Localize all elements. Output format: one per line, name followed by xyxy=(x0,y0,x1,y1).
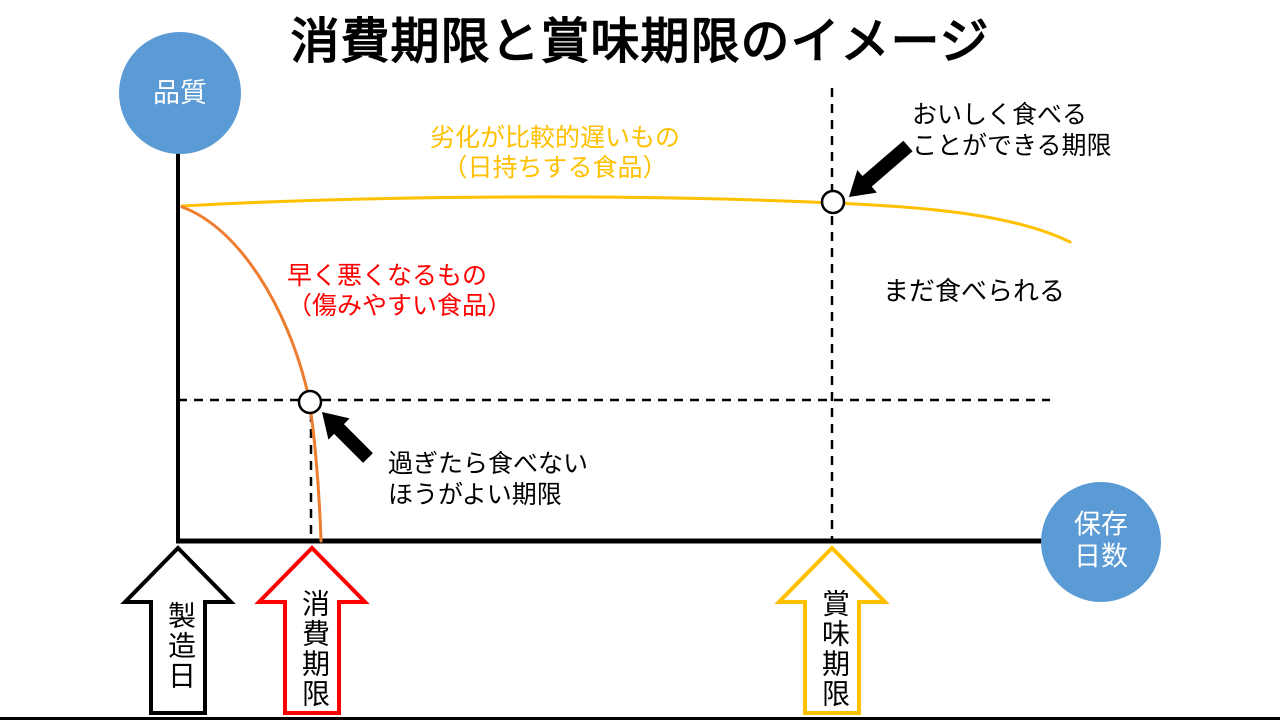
still-edible-annotation: まだ食べられる xyxy=(883,276,1066,306)
quality-circle xyxy=(119,32,241,154)
fast-decay-curve xyxy=(180,205,323,543)
use-by-arrow-label: 消費期限 xyxy=(299,589,330,709)
slide-title: 消費期限と賞味期限のイメージ xyxy=(290,15,990,69)
best-by-annotation: おいしく食べる ことができる期限 xyxy=(912,101,1112,160)
bottom-edge-strip xyxy=(0,717,1280,720)
x-axis-label: 保存 日数 xyxy=(1074,509,1128,572)
y-axis-label: 品質 xyxy=(153,77,207,108)
best-by-pointer-arrow-icon xyxy=(849,140,913,197)
best-by-point-marker xyxy=(820,189,846,215)
use-by-arrow xyxy=(254,545,370,715)
use-by-annotation: 過ぎたら食べない ほうがよい期限 xyxy=(388,450,589,509)
fast-decay-curve-label: 早く悪くなるもの （傷みやすい食品） xyxy=(287,262,513,320)
best-by-arrow-label: 賞味期限 xyxy=(819,589,850,709)
storage-days-circle xyxy=(1041,482,1161,602)
manufacture-date-arrow-label: 製造日 xyxy=(165,601,196,691)
use-by-point-marker xyxy=(297,389,323,415)
manufacture-date-arrow xyxy=(120,545,236,715)
use-by-pointer-arrow-icon xyxy=(322,412,373,463)
best-by-arrow xyxy=(774,545,890,715)
slow-decay-curve-label: 劣化が比較的遅いもの （日持ちする食品） xyxy=(429,124,680,182)
slow-decay-curve xyxy=(180,195,1072,244)
